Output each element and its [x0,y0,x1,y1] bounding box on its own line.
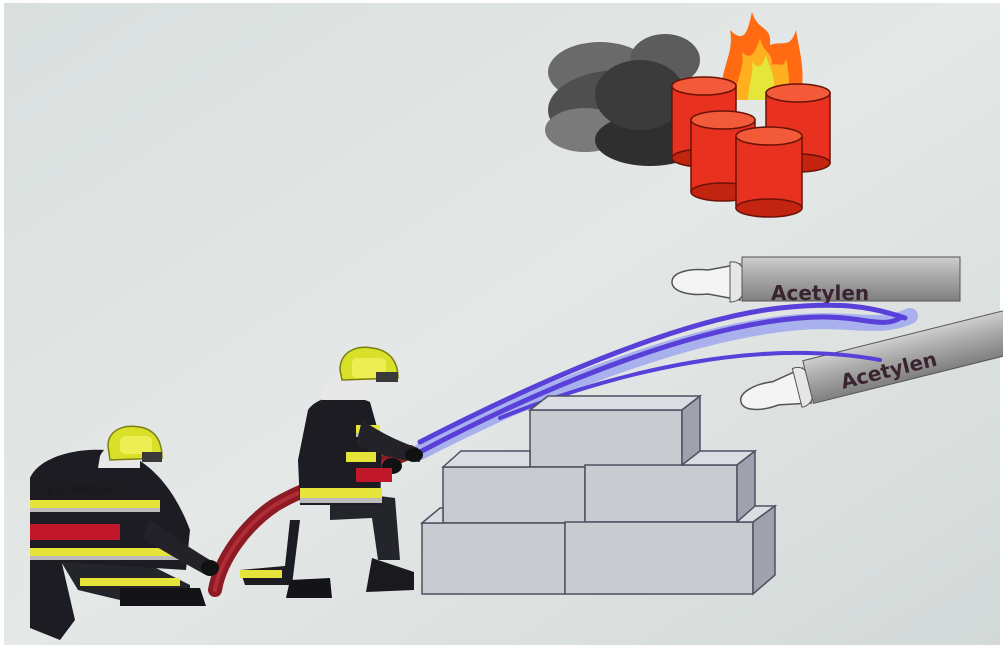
vest-label: FEUERWEHR [40,484,118,497]
barrel-icon [736,127,802,217]
cylinder-top-label: Acetylen [771,281,869,305]
brick [530,396,700,467]
